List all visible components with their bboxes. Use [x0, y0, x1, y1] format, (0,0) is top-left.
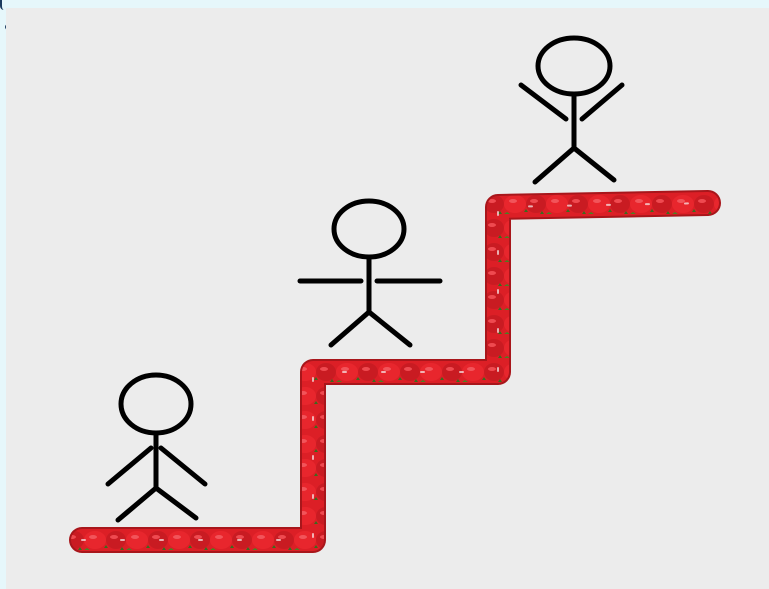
figure-3-head	[538, 38, 610, 94]
figure-1-head	[121, 375, 191, 433]
stick-figure-3	[521, 38, 622, 182]
figure-3-left-leg	[535, 148, 574, 182]
figure-3-right-leg	[574, 148, 614, 180]
stick-figure-1	[108, 375, 205, 520]
staircase-texture	[82, 203, 708, 540]
stick-figure-2	[300, 201, 440, 345]
figure-2-left-leg	[331, 312, 369, 345]
figure-1-right-leg	[156, 488, 196, 518]
staircase	[82, 203, 708, 540]
figure-1-left-arm	[108, 448, 151, 484]
figure-1-right-arm	[161, 448, 205, 484]
figure-2-head	[334, 201, 404, 257]
figure-2-right-leg	[369, 312, 410, 345]
figure-1-left-leg	[118, 488, 156, 520]
